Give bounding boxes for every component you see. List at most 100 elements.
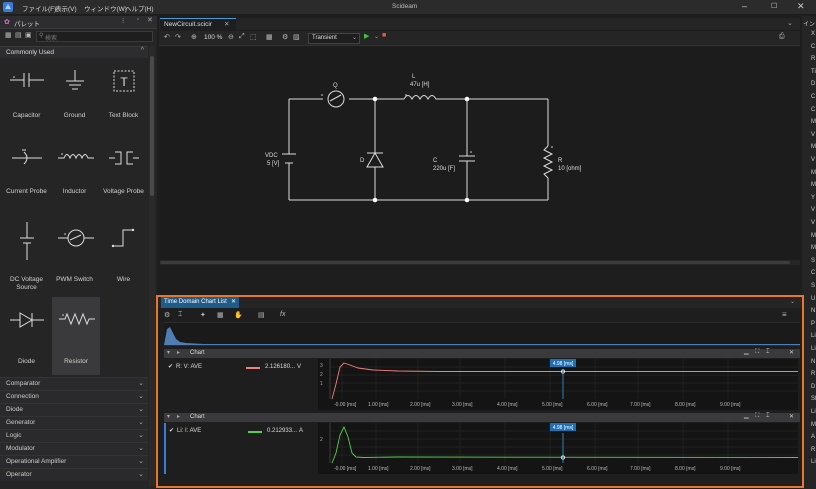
category-diode[interactable]: Diode⌄ [0, 403, 148, 416]
inspector-row[interactable]: U [811, 295, 816, 302]
inspector-row[interactable]: St [811, 396, 816, 403]
inspector-row[interactable]: C [811, 43, 816, 50]
inspector-row[interactable]: M [811, 182, 816, 189]
maximize-button[interactable]: ☐ [771, 3, 778, 10]
inspector-row[interactable]: S [811, 283, 816, 289]
folder-icon[interactable]: ▣ [25, 32, 32, 39]
inspector-row[interactable]: R [811, 371, 816, 378]
function-icon[interactable]: fx [280, 311, 286, 318]
inspector-row[interactable]: R [811, 56, 816, 63]
close-window-button[interactable]: ✕ [797, 1, 805, 11]
layout-icon[interactable]: ▦ [217, 312, 224, 319]
palette-item-wire[interactable]: Wire [100, 212, 147, 289]
palette-item-capacitor[interactable]: Capacitor [3, 60, 50, 137]
palette-item-text-block[interactable]: T Text Block [100, 60, 147, 137]
inspector-row[interactable]: Li [811, 346, 816, 352]
stop-icon[interactable]: ■ [382, 32, 387, 39]
checkbox-icon[interactable]: ✔ [169, 428, 175, 434]
switch-q-symbol[interactable] [321, 90, 345, 108]
minimize-chart-icon[interactable]: ▁ [744, 413, 749, 419]
category-connection[interactable]: Connection⌄ [0, 390, 148, 403]
inspector-row[interactable]: M [811, 169, 816, 176]
inspector-row[interactable]: V [811, 157, 816, 163]
tab-newcircuit[interactable]: NewCircuit.scicir ✕ [160, 18, 236, 31]
zoom-level[interactable]: 100 % [204, 34, 223, 41]
inspector-row[interactable]: Li [811, 409, 816, 415]
zoom-in-icon[interactable]: ⊕ [191, 34, 197, 41]
overview-strip[interactable] [164, 322, 800, 346]
inspector-row[interactable]: Ti [811, 68, 816, 75]
minimize-button[interactable]: – [742, 1, 748, 11]
category-generator[interactable]: Generator⌄ [0, 416, 148, 429]
inspector-row[interactable]: V [811, 131, 816, 138]
palette-item-ground[interactable]: Ground [51, 60, 98, 137]
inspector-row[interactable]: V [811, 220, 816, 226]
category-comparator[interactable]: Comparator⌄ [0, 377, 148, 390]
zoom-out-icon[interactable]: ⊖ [228, 34, 234, 41]
chart-settings-icon[interactable]: ⚙ [164, 312, 171, 319]
inspector-row[interactable]: M [811, 232, 816, 239]
run-icon[interactable]: ▶ [364, 33, 370, 40]
category-logic[interactable]: Logic⌄ [0, 429, 148, 442]
inspector-row[interactable]: C [811, 270, 816, 277]
collapse-icon[interactable]: ▾ [167, 414, 171, 420]
inspector-row[interactable]: S [811, 257, 816, 264]
palette-search-field[interactable]: ⚲ 検索 [36, 31, 153, 42]
list-view-icon[interactable]: ▤ [15, 32, 22, 39]
expand-chart-icon[interactable]: ⛶ [755, 413, 760, 419]
export-icon[interactable]: ⎙ [779, 33, 785, 40]
inspector-row[interactable]: Li [811, 459, 816, 466]
palette-item-voltage-probe[interactable]: Voltage Probe [100, 136, 147, 213]
inspector-row[interactable]: Y [811, 194, 816, 201]
expand-chart-icon[interactable]: ⛶ [755, 349, 760, 355]
inspector-row[interactable]: N [811, 308, 816, 315]
tab-menu-icon[interactable]: ⌄ [787, 20, 793, 27]
chart-2-header[interactable]: ▾ ▸ Chart ▁ ⛶ ⌶ ✕ [164, 413, 800, 422]
checkbox-icon[interactable]: ✔ [168, 364, 174, 370]
close-tab-icon[interactable]: ✕ [224, 21, 230, 28]
section-commonly-used[interactable]: Commonly Used ^ [0, 46, 148, 58]
inspector-row[interactable]: N [811, 358, 816, 365]
inspector-row[interactable]: Li [811, 333, 816, 340]
chevron-right-icon[interactable]: ▸ [177, 414, 181, 420]
palette-item-inductor[interactable]: Inductor [51, 136, 98, 213]
scrollbar-thumb[interactable] [160, 261, 790, 264]
inspector-row[interactable]: M [811, 144, 816, 151]
marker-icon[interactable]: ✦ [200, 312, 206, 319]
cursor-icon[interactable]: ⌶ [178, 311, 183, 318]
chevron-right-icon[interactable]: ▸ [177, 350, 181, 356]
palette-scrollbar[interactable] [149, 46, 155, 486]
close-palette-icon[interactable]: ✕ [147, 17, 153, 24]
inspector-row[interactable]: D [811, 383, 816, 390]
undo-icon[interactable]: ↶ [164, 34, 170, 41]
inductor-l-symbol[interactable] [403, 94, 439, 101]
scrollbar-thumb[interactable] [150, 56, 154, 196]
run-options-icon[interactable]: ⌄ [374, 34, 380, 40]
inspector-row[interactable]: P [811, 320, 816, 327]
menu-window[interactable]: ウィンドウ(W) [84, 6, 127, 13]
image-icon[interactable]: ▨ [293, 34, 300, 41]
chart-2-plot[interactable]: 2-0.00 [ms]1.00 [ms]2.00 [ms]3.00 [ms]4.… [318, 423, 799, 474]
inspector-row[interactable]: M [811, 245, 816, 252]
palette-item-current-probe[interactable]: Current Probe [3, 136, 50, 213]
inspector-row[interactable]: R [811, 446, 816, 453]
close-chart-icon[interactable]: ✕ [789, 350, 795, 356]
more-icon[interactable]: ⁝ [122, 18, 125, 25]
close-chart-icon[interactable]: ✕ [789, 414, 795, 420]
capacitor-c-symbol[interactable] [459, 151, 475, 162]
palette-item-resistor[interactable]: Resistor [52, 297, 100, 375]
menu-file[interactable]: ファイル(F) [22, 6, 57, 13]
settings-icon[interactable]: ⚙ [282, 34, 289, 41]
inspector-row[interactable]: X [811, 31, 816, 37]
pin-icon[interactable]: ▫ [137, 17, 140, 23]
redo-icon[interactable]: ↷ [175, 34, 181, 41]
pan-icon[interactable]: ✋ [234, 312, 243, 319]
inspector-row[interactable]: M [811, 119, 816, 126]
analysis-select[interactable]: Transient ⌄ [308, 33, 360, 44]
vdc-symbol[interactable] [282, 153, 296, 164]
resistor-r-symbol[interactable] [542, 145, 554, 179]
category-modulator[interactable]: Modulator⌄ [0, 442, 148, 455]
panel-menu-icon[interactable]: ⌄ [790, 299, 796, 305]
collapse-icon[interactable]: ▾ [167, 350, 171, 356]
cursor-chart-icon[interactable]: ⌶ [766, 349, 770, 355]
